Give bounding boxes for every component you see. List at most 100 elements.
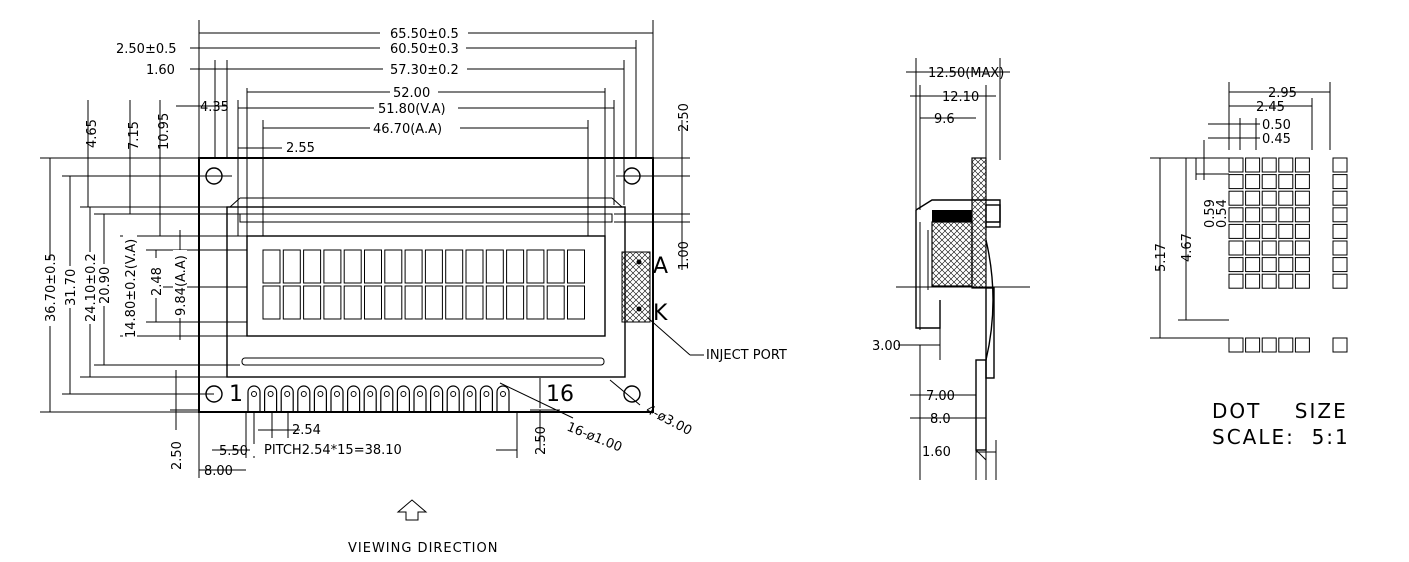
dot-cell — [1228, 157, 1244, 173]
pin-pad — [264, 385, 278, 412]
dot-cell — [1245, 157, 1261, 173]
dim-va-width: 51.80(V.A) — [378, 102, 446, 117]
dim-top-offset-3: 10.95 — [157, 113, 172, 150]
character-cell — [546, 249, 565, 284]
character-cell — [567, 285, 585, 320]
dim-hole-offset: 8.00 — [204, 464, 233, 479]
dot-cell — [1261, 207, 1277, 223]
dot-cell-next — [1332, 157, 1348, 173]
dim-right-gap: 1.00 — [677, 241, 692, 270]
pin-pad — [430, 385, 444, 412]
dot-cell — [1278, 223, 1294, 239]
dim-pcb-height: 31.70 — [64, 269, 79, 306]
dim-pcb-width: 60.50±0.3 — [390, 42, 459, 57]
pin-pad — [463, 385, 477, 412]
dim-bezel-height: 24.10±0.2 — [84, 253, 99, 322]
dot-cell — [1278, 157, 1294, 173]
pin-pad — [313, 385, 327, 412]
dot-cell-next — [1332, 190, 1348, 206]
dot-cell — [1261, 223, 1277, 239]
pin-hole — [350, 391, 357, 397]
dot-cell-next — [1332, 174, 1348, 190]
dim-left-va-offset: 4.35 — [200, 100, 229, 115]
character-grid — [262, 249, 585, 320]
pin-hole — [417, 391, 423, 397]
inject-port-label: INJECT PORT — [706, 348, 787, 363]
pin-pad — [280, 385, 294, 412]
dot-cell — [1261, 273, 1277, 289]
dim-char-height: 5.17 — [1154, 243, 1169, 272]
pin-hole — [433, 391, 440, 397]
cursor-dot-cell — [1228, 337, 1244, 353]
cursor-dot-cell — [1261, 337, 1277, 353]
character-cell — [343, 285, 362, 320]
dot-cell-next — [1332, 223, 1348, 239]
character-cell — [526, 285, 545, 320]
pin-hole — [267, 391, 274, 397]
dot-cell-next — [1332, 257, 1348, 273]
dim-pitch-total: PITCH2.54*15=38.10 — [264, 443, 402, 458]
character-cell — [506, 249, 525, 284]
dot-cell — [1245, 273, 1261, 289]
dim-dot-w1: 0.50 — [1262, 118, 1291, 133]
pin-pad — [496, 385, 510, 412]
dim-va-height: 14.80±0.2(V.A) — [124, 239, 139, 338]
dot-cell — [1245, 240, 1261, 256]
pcb-outline — [198, 157, 654, 413]
cursor-dot-cell — [1294, 337, 1310, 353]
pin-hole — [500, 391, 506, 397]
character-cell — [485, 285, 504, 320]
dim-aa-height: 9.84(A.A) — [174, 255, 189, 316]
dot-cell — [1294, 240, 1310, 256]
dim-aa-width: 46.70(A.A) — [373, 122, 442, 137]
pin-hole — [400, 391, 407, 397]
dot-cell-next — [1332, 207, 1348, 223]
pin-hole — [466, 391, 473, 397]
cursor-dot-cell — [1278, 337, 1294, 353]
character-cell — [262, 249, 281, 284]
character-cell — [445, 285, 464, 320]
dim-view-width: 52.00 — [393, 86, 430, 101]
dim-pin-total: 8.0 — [930, 412, 951, 427]
dot-cell — [1245, 223, 1261, 239]
character-cell — [424, 249, 443, 284]
dim-max-thickness: 12.50(MAX) — [928, 66, 1004, 81]
character-cell — [303, 249, 322, 284]
character-cell — [282, 249, 301, 284]
character-cell — [424, 285, 443, 320]
pin-pad — [347, 385, 361, 412]
dim-dot-pitch-w: 2.45 — [1256, 100, 1285, 115]
pin-pad — [247, 385, 261, 412]
pin-pad — [479, 385, 493, 412]
dot-detail-view: 2.95 2.45 0.50 0.45 5.17 4.67 0.59 0.54 … — [1150, 82, 1348, 449]
dot-cell — [1228, 190, 1244, 206]
character-cell — [323, 285, 342, 320]
character-cell — [465, 249, 484, 284]
dim-top-offset-1: 4.65 — [85, 119, 100, 148]
character-cell — [364, 249, 382, 284]
pin-pad — [297, 385, 311, 412]
dot-cell — [1228, 240, 1244, 256]
pin-pad — [396, 385, 410, 412]
lcd-glass-side — [931, 221, 973, 287]
pin-row — [247, 385, 510, 412]
dim-bottom-right-offset: 2.50 — [534, 426, 549, 455]
dot-cell — [1278, 257, 1294, 273]
bezel-outline — [226, 206, 626, 378]
led-cathode-label: K — [653, 301, 668, 326]
dot-cell — [1245, 257, 1261, 273]
dot-cell — [1261, 257, 1277, 273]
pin-hole — [284, 391, 291, 397]
character-cell — [282, 285, 301, 320]
dot-cell — [1278, 240, 1294, 256]
pin-hole — [367, 391, 374, 397]
character-cell — [323, 249, 342, 284]
dot-cell — [1245, 174, 1261, 190]
dim-right-top-offset: 2.50 — [677, 103, 692, 132]
dot-cell — [1245, 207, 1261, 223]
dot-cell — [1294, 273, 1310, 289]
pin-pad — [363, 385, 377, 412]
dot-cell — [1261, 240, 1277, 256]
character-cell — [567, 249, 585, 284]
dim-view-height: 20.90 — [98, 267, 113, 304]
